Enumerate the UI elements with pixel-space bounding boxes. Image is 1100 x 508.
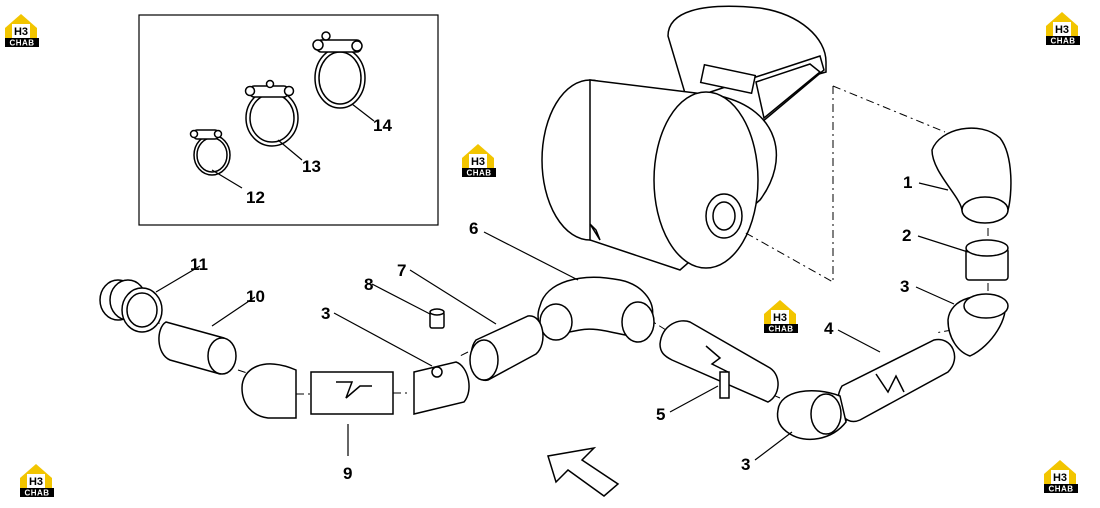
hose-elbow-left [241, 363, 297, 419]
label-2: 2 [902, 226, 911, 245]
label-3-upper: 3 [900, 277, 909, 296]
fitting-11 [99, 279, 163, 333]
svg-text:H3: H3 [471, 156, 485, 168]
svg-text:H3: H3 [14, 26, 28, 38]
label-12: 12 [246, 188, 265, 207]
label-7: 7 [397, 261, 406, 280]
hose-elbow-3-lower [776, 390, 847, 441]
clamp-14 [312, 31, 366, 109]
label-11: 11 [190, 255, 208, 274]
hose-10 [158, 321, 237, 375]
svg-text:H3: H3 [29, 476, 43, 488]
logo-center: H3 CHAB [462, 144, 496, 178]
svg-text:CHAB: CHAB [1048, 485, 1073, 494]
label-3-left: 3 [321, 304, 330, 323]
part-labels: 1 2 3 4 5 3 6 7 8 3 9 10 11 12 13 14 [190, 116, 912, 483]
direction-arrow [547, 446, 620, 497]
clamp-12 [189, 129, 231, 176]
logo-top-left: H3 CHAB [5, 14, 39, 48]
hose-sleeve-2 [965, 239, 1009, 281]
svg-text:CHAB: CHAB [9, 39, 34, 48]
label-14: 14 [373, 116, 392, 135]
pipe-9 [310, 371, 394, 415]
label-6: 6 [469, 219, 478, 238]
svg-text:CHAB: CHAB [768, 325, 793, 334]
svg-text:CHAB: CHAB [466, 169, 491, 178]
svg-text:H3: H3 [1055, 24, 1069, 36]
hose-elbow-3-upper [947, 293, 1009, 357]
hose-elbow-6 [537, 276, 655, 343]
logo-top-right: H3 CHAB [1046, 12, 1080, 46]
clamp-inset-box [138, 14, 439, 226]
clamp-13 [244, 79, 299, 147]
fitting-8 [429, 308, 445, 329]
hose-elbow-3-left [413, 361, 470, 415]
label-4: 4 [824, 319, 834, 338]
label-8: 8 [364, 275, 373, 294]
callout-lines [155, 103, 969, 461]
hose-7 [469, 315, 544, 381]
svg-text:H3: H3 [773, 312, 787, 324]
hose-elbow-1 [931, 127, 1012, 224]
svg-text:H3: H3 [1053, 472, 1067, 484]
pipe-4 [837, 338, 956, 423]
air-cleaner-housing [541, 5, 827, 271]
logo-bottom-left: H3 CHAB [20, 464, 54, 498]
label-1: 1 [903, 173, 912, 192]
label-13: 13 [302, 157, 321, 176]
svg-text:CHAB: CHAB [1050, 37, 1075, 46]
logo-right-middle: H3 CHAB [764, 300, 798, 334]
logo-bottom-right: H3 CHAB [1044, 460, 1078, 494]
label-5: 5 [656, 405, 665, 424]
label-9: 9 [343, 464, 352, 483]
pipe-5 [659, 320, 779, 403]
svg-text:CHAB: CHAB [24, 489, 49, 498]
label-10: 10 [246, 287, 265, 306]
label-3-lower: 3 [741, 455, 750, 474]
